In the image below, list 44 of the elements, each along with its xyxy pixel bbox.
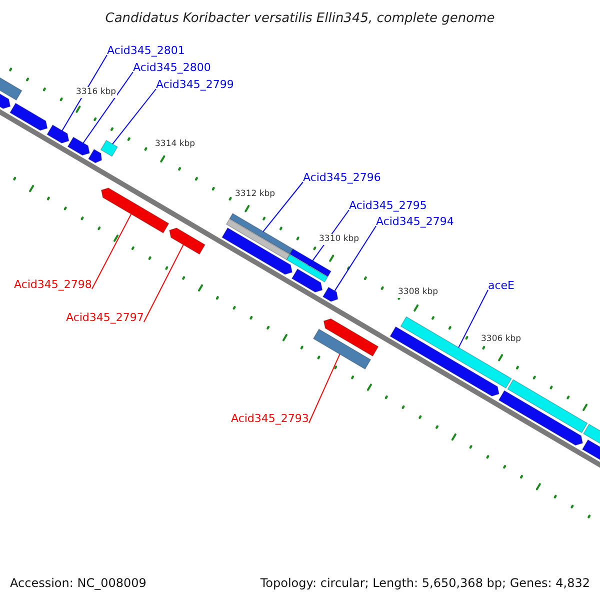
gene-feature: [498, 390, 584, 446]
position-label: 3306 kbp: [480, 334, 522, 344]
gene-feature: [67, 136, 90, 156]
gene-feature: [226, 218, 290, 260]
gene-feature: [100, 188, 170, 234]
gene-feature: [88, 148, 102, 164]
gene-label: Acid345_2797: [66, 312, 144, 323]
position-label: 3316 kbp: [75, 87, 118, 98]
position-label: 3314 kbp: [154, 139, 196, 150]
leader-line: [112, 88, 156, 145]
leader-line: [91, 213, 132, 290]
gene-label: Acid345_2795: [349, 200, 427, 211]
title: Candidatus Koribacter versatilis Ellin345, complete genome: [104, 12, 496, 25]
gene-label: Acid345_2799: [156, 79, 234, 90]
leader-line: [458, 290, 488, 348]
gene-label: aceE: [488, 280, 515, 291]
gene-feature: [291, 268, 323, 293]
leader-line: [62, 54, 108, 132]
gene-label: Acid345_2800: [133, 62, 211, 73]
position-label: 3312 kbp: [234, 189, 276, 200]
gene-feature: [507, 379, 588, 434]
genome-stats-text: Topology: circular; Length: 5,650,368 bp; Genes: 4,832: [259, 576, 591, 590]
gene-feature: [229, 212, 294, 255]
leader-line: [143, 244, 184, 322]
gene-feature: [10, 102, 48, 131]
leader-line: [334, 226, 376, 292]
gene-label: Acid345_2793: [231, 413, 309, 424]
position-label: 3310 kbp: [318, 234, 360, 244]
leader-line: [82, 72, 134, 144]
gene-feature: [286, 254, 328, 283]
gene-label: Acid345_2798: [14, 279, 92, 290]
leader-line: [308, 354, 340, 424]
gene-feature: [323, 318, 379, 357]
gene-feature: [289, 248, 332, 277]
gene-feature: [169, 228, 206, 255]
gene-feature: [322, 286, 338, 302]
gene-feature: [46, 124, 70, 144]
gene-feature: [312, 328, 372, 370]
gene-feature: [100, 140, 118, 157]
position-label: 3308 kbp: [397, 287, 440, 298]
gene-label: Acid345_2794: [376, 216, 454, 227]
gene-label: Acid345_2796: [303, 172, 381, 183]
gene-label: Acid345_2801: [107, 45, 185, 56]
accession-text: Accession: NC_008009: [9, 576, 148, 590]
